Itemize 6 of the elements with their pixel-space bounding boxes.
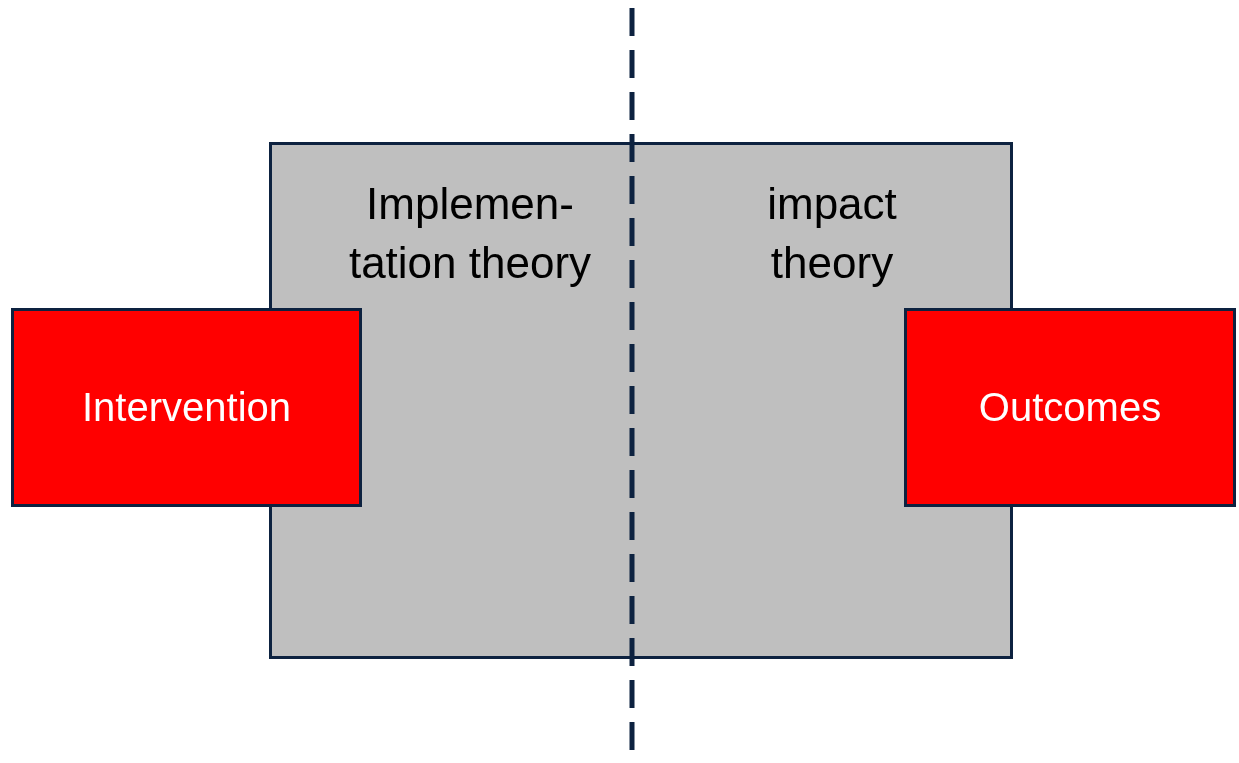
box-label: Outcomes xyxy=(977,383,1163,431)
process-box xyxy=(904,308,1236,507)
box-label: Intervention xyxy=(81,383,292,431)
section-heading: impact theory xyxy=(766,178,898,289)
process-box xyxy=(11,308,362,507)
section-heading: Implemen-tation theory xyxy=(347,178,593,289)
